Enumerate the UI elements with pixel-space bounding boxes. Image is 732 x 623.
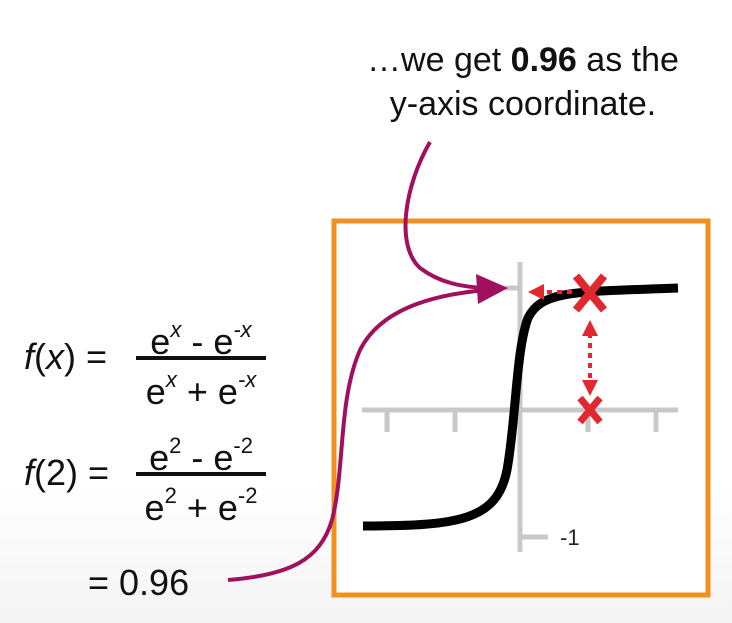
y-tick-label-neg1: -1 bbox=[560, 525, 580, 550]
caption-line-2: y-axis coordinate. bbox=[389, 85, 657, 123]
formula-fx-fraction: ex - e-x ex + e-x bbox=[136, 314, 266, 412]
formula-fx-denominator: ex + e-x bbox=[145, 367, 257, 412]
x-marker-on-curve bbox=[572, 273, 608, 313]
tanh-curve bbox=[362, 283, 679, 531]
formula-fx-lhs: f(x) = bbox=[24, 336, 108, 377]
formula-f2-denominator: e2 + e-2 bbox=[144, 483, 258, 528]
formula-f2-numerator: e2 - e-2 bbox=[149, 433, 253, 478]
caption-line-1: …we get 0.96 as the bbox=[367, 41, 679, 79]
caption-callout-arrow bbox=[403, 140, 487, 290]
caption: …we get 0.96 as the y-axis coordinate. bbox=[318, 38, 728, 126]
callout-arrowhead bbox=[476, 274, 508, 304]
x-marker-on-axis bbox=[577, 395, 603, 425]
formula-result: = 0.96 bbox=[88, 562, 190, 603]
formula-f2-lhs: f(2) = bbox=[24, 452, 110, 493]
formula-f2-fraction-bar bbox=[136, 472, 266, 476]
formula-fx-fraction-bar bbox=[136, 356, 266, 360]
result-callout-arrow bbox=[227, 288, 487, 582]
formula-f2-fraction: e2 - e-2 e2 + e-2 bbox=[136, 430, 266, 528]
caption-highlight-value: 0.96 bbox=[510, 41, 577, 79]
formula-fx-numerator: ex - e-x bbox=[150, 317, 252, 362]
graph-axes bbox=[362, 262, 678, 552]
